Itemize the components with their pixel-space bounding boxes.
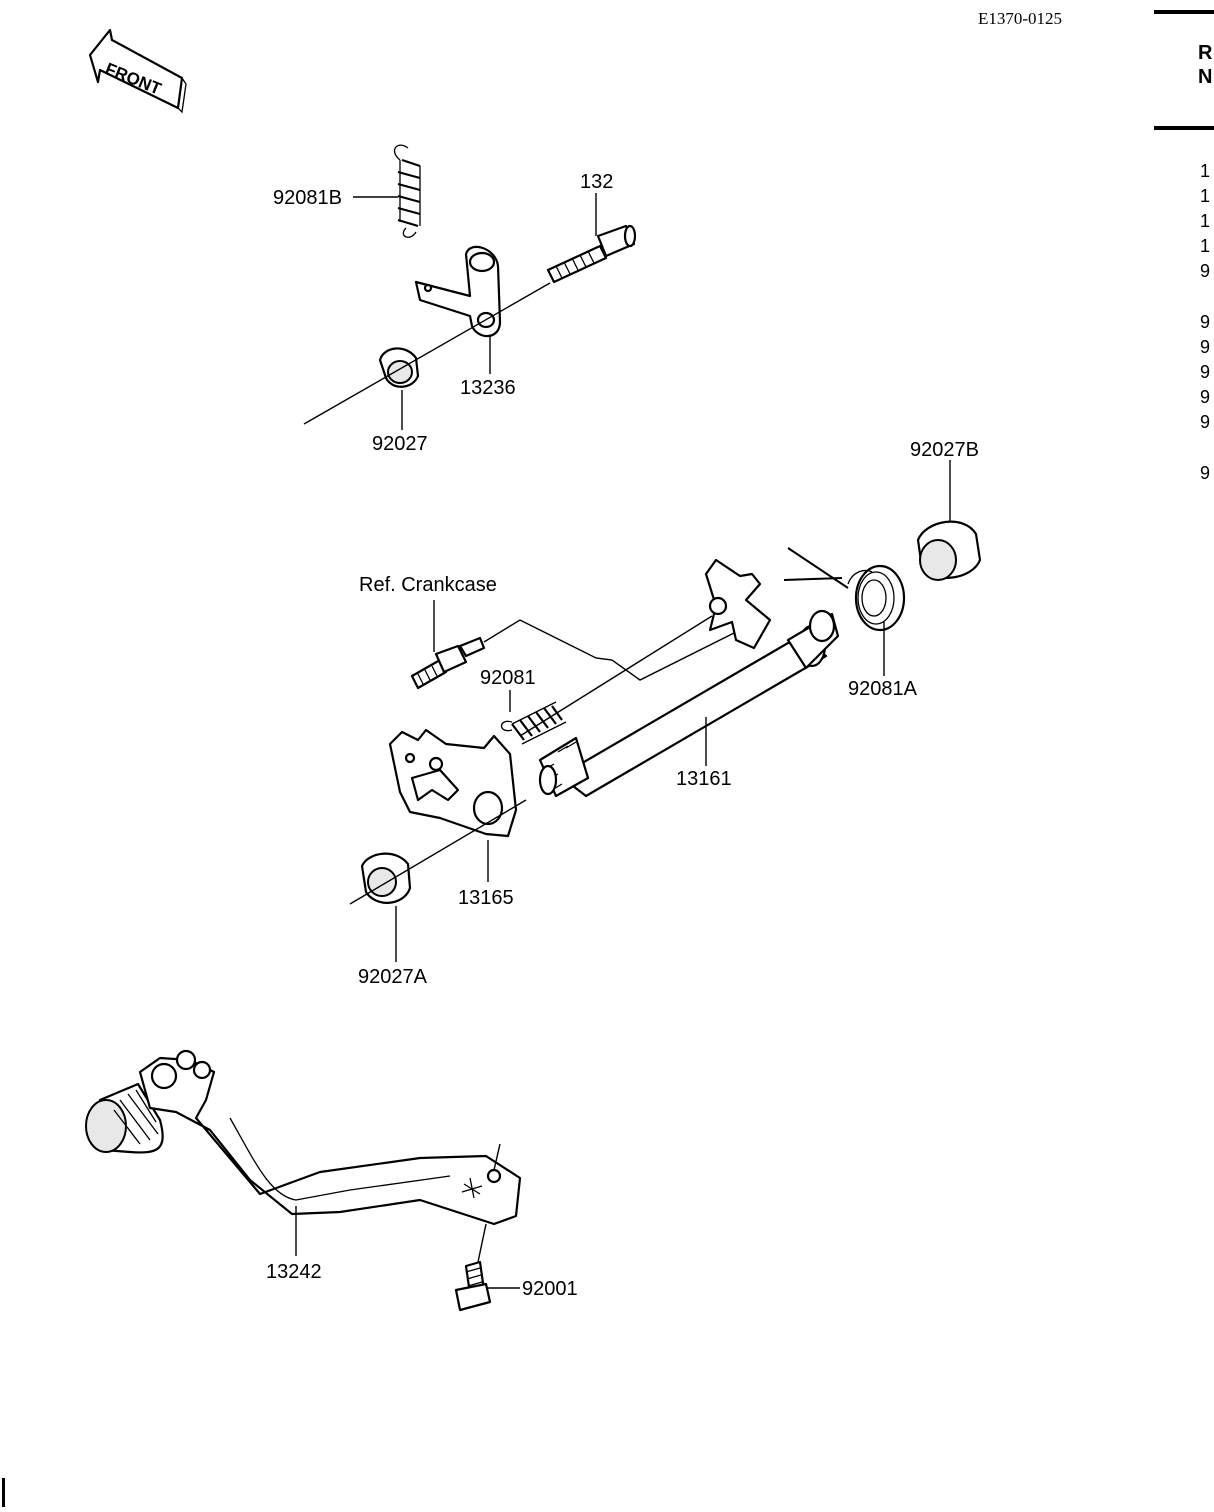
row-digit: 9 xyxy=(1200,463,1210,483)
kick-pedal-13242-icon xyxy=(85,1049,522,1226)
front-arrow-icon: FRONT xyxy=(88,28,187,114)
callout-13236: 13236 xyxy=(460,377,516,399)
callout-92081: 92081 xyxy=(480,667,536,689)
collar-92027a-icon xyxy=(360,852,412,904)
plate-13165-icon xyxy=(388,728,518,838)
callout-13165: 13165 xyxy=(458,887,514,909)
scan-edge-mark xyxy=(2,1478,5,1507)
shaft-13161-icon xyxy=(538,558,840,798)
callout-13161: 13161 xyxy=(676,768,732,790)
reference-label: Ref. Crankcase xyxy=(359,574,497,596)
spring-92081-icon xyxy=(500,701,567,745)
callout-92027b: 92027B xyxy=(910,439,979,461)
bracket-13236-icon xyxy=(414,245,502,338)
row-digit: 9 xyxy=(1200,312,1210,332)
row-digit: 1 xyxy=(1200,236,1210,256)
bolt-132-icon xyxy=(546,224,637,284)
row-digit: 9 xyxy=(1200,261,1210,281)
row-digit: 9 xyxy=(1200,412,1210,432)
diagram-code: E1370-0125 xyxy=(978,9,1062,28)
spring-92081b-icon xyxy=(393,144,421,238)
row-digit: 9 xyxy=(1200,362,1210,382)
row-digit: 1 xyxy=(1200,161,1210,181)
row-digit: 9 xyxy=(1200,387,1210,407)
callout-92081b: 92081B xyxy=(273,187,342,209)
column-header-line-2: N xyxy=(1198,66,1212,88)
bolt-92001-icon xyxy=(454,1260,492,1312)
stud-bolt-icon xyxy=(410,636,486,690)
callout-92081a: 92081A xyxy=(848,678,918,700)
callout-92001: 92001 xyxy=(522,1278,578,1300)
callout-132: 132 xyxy=(580,171,613,193)
row-digit: 1 xyxy=(1200,211,1210,231)
column-header-line-1: R xyxy=(1198,42,1213,64)
row-digit: 9 xyxy=(1200,337,1210,357)
collar-92027b-icon xyxy=(916,520,982,581)
callout-92027a: 92027A xyxy=(358,966,428,988)
callout-92027: 92027 xyxy=(372,433,428,455)
collar-92027-icon xyxy=(378,347,420,388)
row-digit: 1 xyxy=(1200,186,1210,206)
torsion-spring-92081a-icon xyxy=(783,547,906,632)
column-row-digits: 1 1 1 1 9 9 9 9 9 9 9 xyxy=(1200,161,1210,483)
callout-13242: 13242 xyxy=(266,1261,322,1283)
